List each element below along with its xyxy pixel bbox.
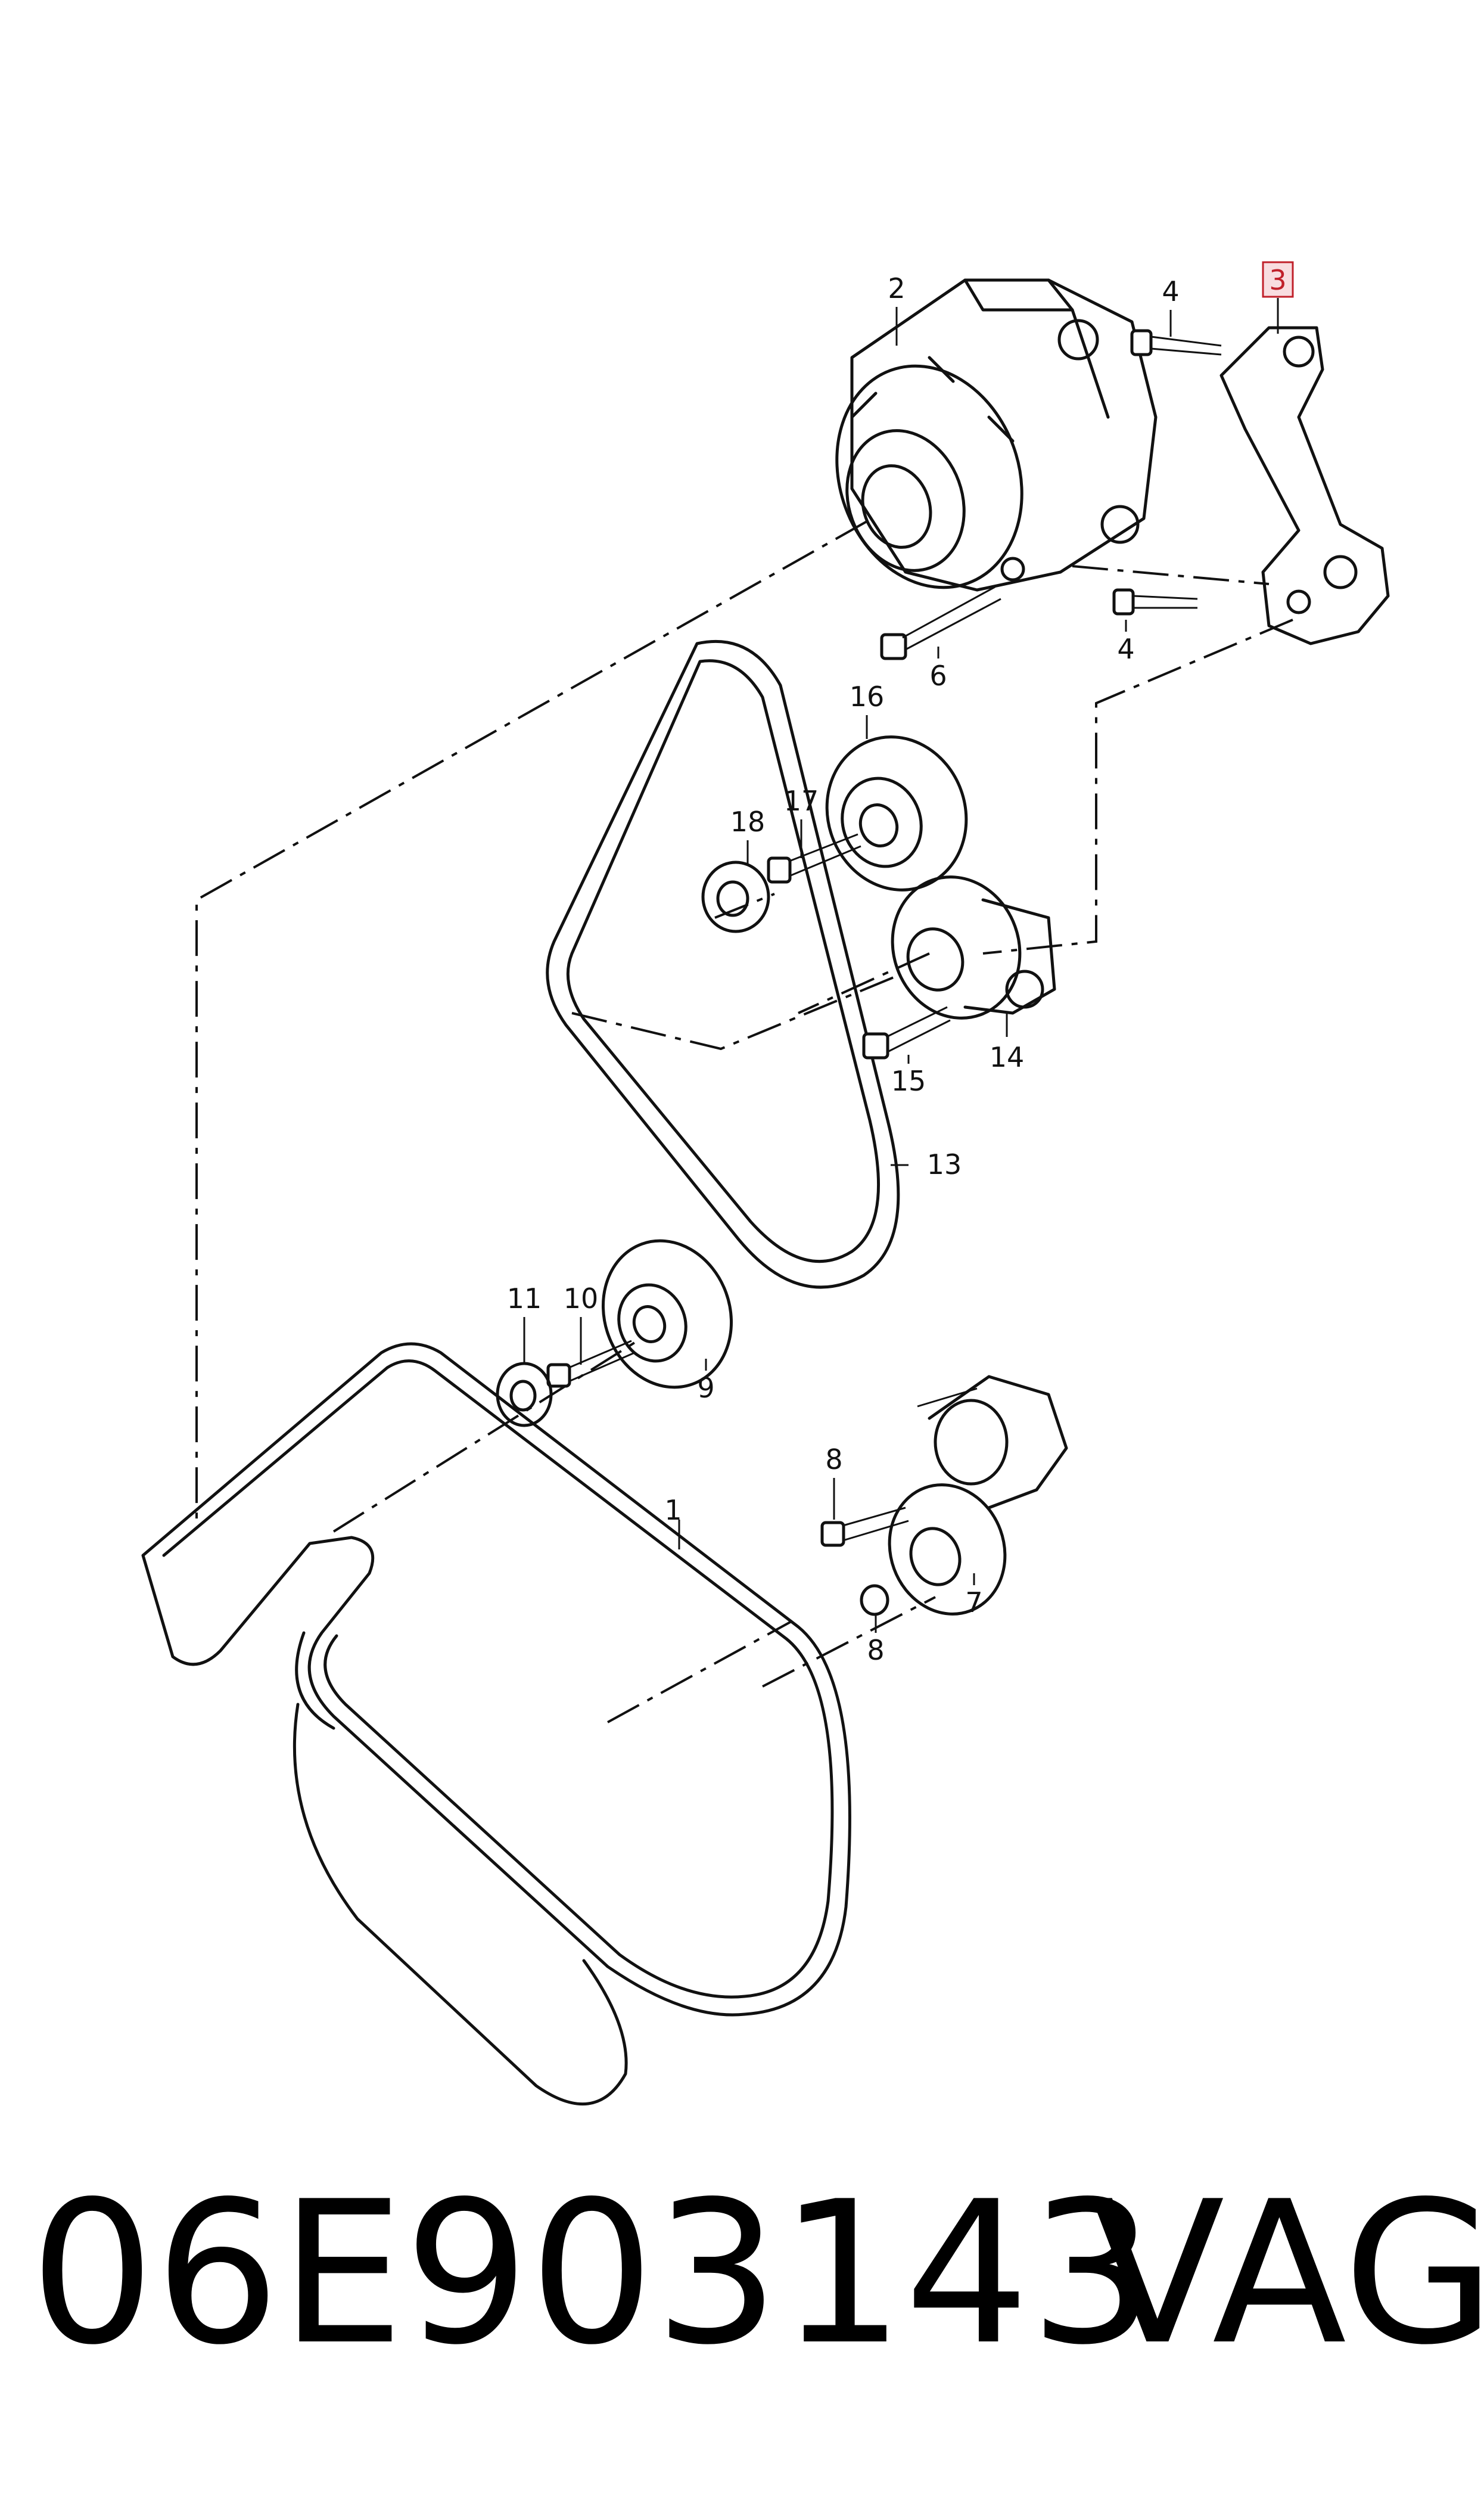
callout-16: 16	[850, 681, 885, 713]
tensioner-roller-part-7	[888, 1375, 1068, 1616]
bolt-part-6	[880, 586, 1001, 660]
callout-17: 17	[784, 785, 819, 817]
callout-7: 7	[965, 1586, 982, 1619]
callout-13: 13	[927, 1148, 962, 1181]
washer-part-18	[701, 861, 770, 933]
callout-2: 2	[888, 272, 905, 305]
callout-1: 1	[664, 1494, 682, 1526]
nut-part-8-lower	[860, 1584, 889, 1616]
bolt-part-4-upper	[1130, 329, 1222, 356]
bolt-part-15	[862, 1006, 951, 1060]
bracket-part-3	[1219, 326, 1390, 645]
idler-pulley-part-16	[825, 735, 968, 892]
callout-15: 15	[891, 1065, 926, 1097]
callout-4-upper: 4	[1162, 275, 1179, 308]
pulley-part-9	[601, 1239, 733, 1389]
bolt-part-10	[546, 1340, 635, 1388]
part-number: 06E903143	[30, 2159, 1155, 2388]
callout-4-lower: 4	[1117, 633, 1134, 665]
bolt-part-4-lower	[1112, 588, 1198, 616]
callout-10: 10	[564, 1282, 599, 1315]
callout-14: 14	[990, 1041, 1025, 1073]
ribbed-belt-part-13	[546, 639, 900, 1289]
bolt-part-8-upper	[820, 1507, 909, 1547]
assembly-guide-lines	[195, 520, 1293, 1723]
ribbed-belt-part-1	[141, 1342, 851, 2105]
callout-8-lower: 8	[867, 1634, 884, 1666]
callout-18: 18	[730, 806, 766, 838]
brand-label: VAG	[1090, 2159, 1484, 2388]
callout-labels: 1 2 3 4 4 6 7 8 8 9 10 11 13 14 15 16 17…	[507, 261, 1294, 1666]
callout-3-highlight-box	[1262, 261, 1294, 298]
leader-lines	[523, 298, 1279, 1633]
callout-8-upper: 8	[825, 1443, 842, 1476]
alternator-part-2	[835, 278, 1158, 592]
callout-11: 11	[507, 1282, 542, 1315]
tensioner-part-14	[891, 875, 1056, 1020]
callout-9: 9	[697, 1372, 714, 1404]
callout-6: 6	[929, 660, 947, 692]
callout-3: 3	[1269, 264, 1286, 296]
